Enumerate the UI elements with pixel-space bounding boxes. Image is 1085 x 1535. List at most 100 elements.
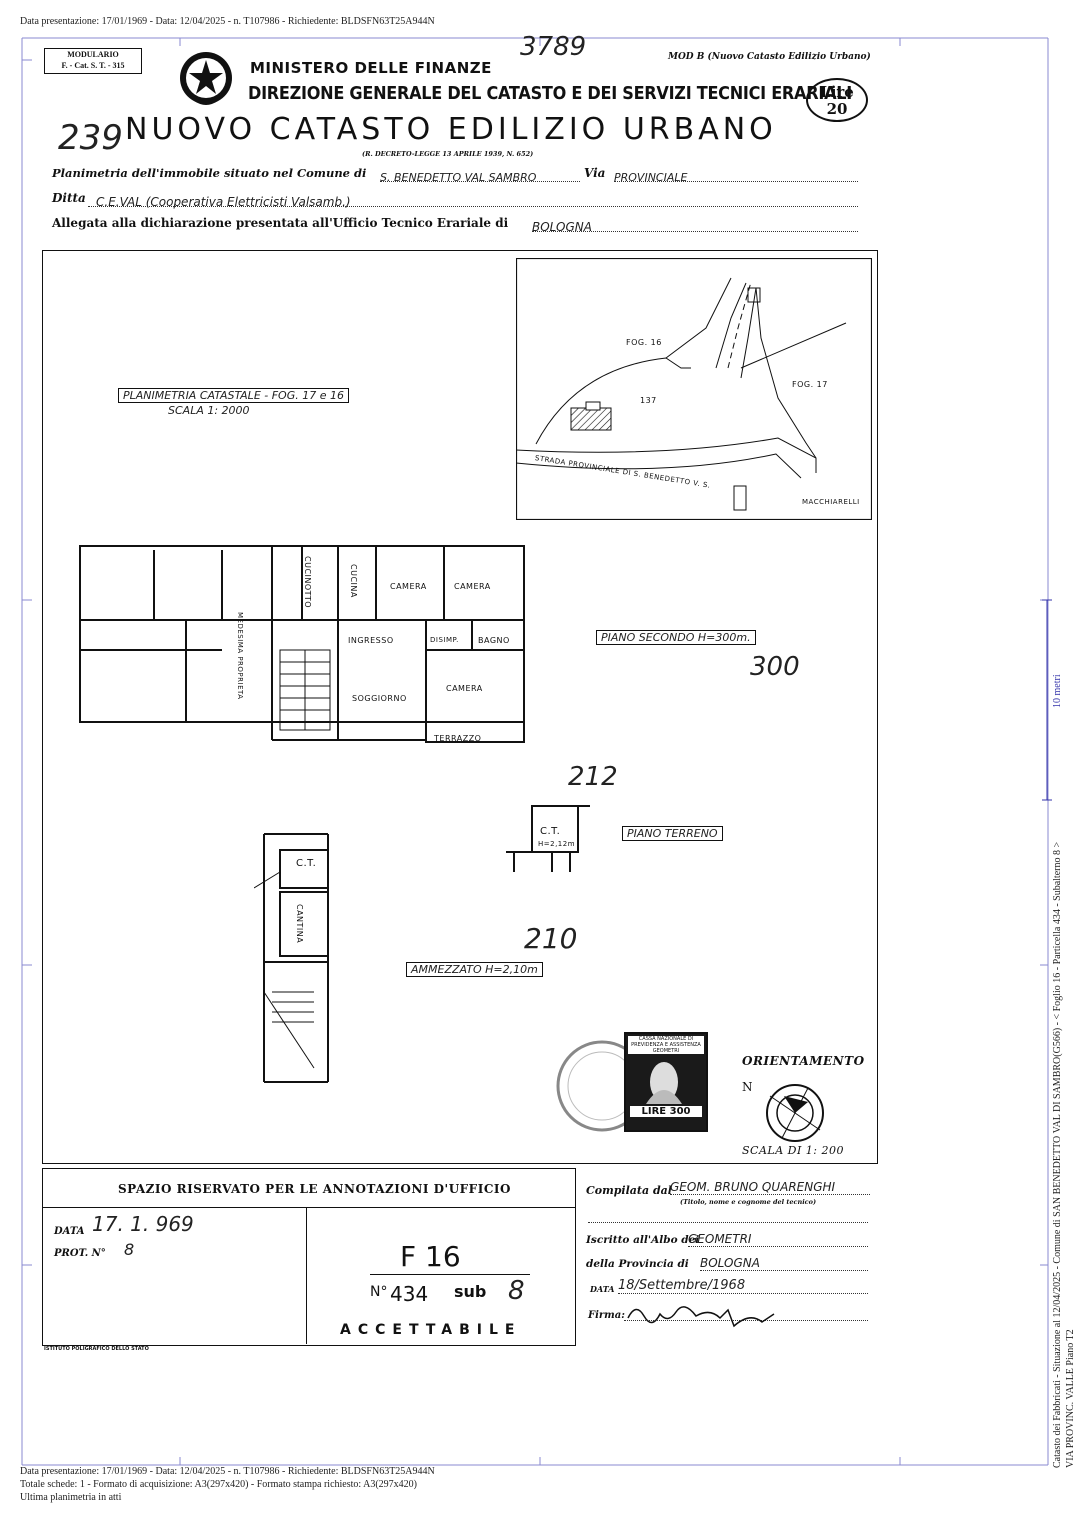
compiler-data-value: 18/Settembre/1968: [618, 1278, 868, 1294]
room-camera-2: CAMERA: [454, 582, 491, 591]
stamp-line1: CASSA NAZIONALE DI: [638, 1036, 694, 1042]
office-data-label: DATA: [54, 1226, 85, 1237]
ct-height-1: H=2,12m: [538, 840, 576, 848]
room-camera-3: CAMERA: [446, 684, 483, 693]
office-vdivider: [306, 1208, 307, 1344]
modulario-line2: F. - Cat. S. T. - 315: [61, 61, 125, 70]
allegata-label: Allegata alla dichiarazione presentata a…: [52, 216, 509, 230]
stamp-line2: PREVIDENZA E ASSISTENZA: [631, 1042, 701, 1048]
floor-plan-terreno: [506, 805, 590, 872]
room-bagno: BAGNO: [478, 636, 510, 645]
scale-10m: 10 metri: [1052, 674, 1063, 708]
iscritto-label: Iscritto all'Albo dei: [586, 1234, 700, 1246]
page-number: 239: [58, 118, 123, 158]
foglio-value: F 16: [400, 1240, 461, 1273]
orientation-title: ORIENTAMENTO: [742, 1054, 865, 1068]
office-prot-label: PROT. N°: [54, 1248, 106, 1259]
lire-value: 20: [826, 100, 848, 118]
handwritten-number: 3789: [520, 32, 587, 62]
room-medesima-proprieta: MEDESIMA PROPRIETA: [236, 612, 244, 700]
accettabile-stamp: ACCETTABILE: [340, 1322, 522, 1338]
floor-plan-ammezzato: [254, 833, 329, 1083]
allegata-value: BOLOGNA: [532, 220, 592, 234]
numero-label: N°: [370, 1284, 388, 1300]
revenue-stamp-header: CASSA NAZIONALE DI PREVIDENZA E ASSISTEN…: [628, 1036, 704, 1054]
ditta-label: Ditta: [52, 191, 86, 205]
office-header: SPAZIO RISERVATO PER LE ANNOTAZIONI D'UF…: [118, 1182, 511, 1196]
stamp-portrait-icon: [646, 1062, 682, 1104]
height-210: 210: [524, 922, 578, 955]
header-metadata: Data presentazione: 17/01/1969 - Data: 1…: [20, 16, 435, 27]
ct-label-2: C.T.: [296, 858, 317, 869]
numero-value: 434: [390, 1282, 429, 1306]
provincia-label: della Provincia di: [586, 1258, 689, 1270]
room-cantina: CANTINA: [295, 904, 304, 944]
ditta-value: C.E.VAL (Cooperativa Elettricisti Valsam…: [96, 195, 351, 209]
ct-label-1: C.T.: [540, 826, 561, 837]
ditta-field: C.E.VAL (Cooperativa Elettricisti Valsam…: [88, 191, 858, 209]
label-piano-terreno: PIANO TERRENO: [622, 826, 723, 841]
provincia-value: BOLOGNA: [700, 1256, 868, 1271]
floor-plan-secondo: [79, 545, 525, 743]
map-owner: MACCHIARELLI: [802, 498, 860, 506]
iscritto-value: GEOMETRI: [688, 1232, 868, 1247]
emblem-star-icon: [180, 52, 232, 105]
sub-label: sub: [454, 1282, 487, 1301]
direction-name: DIREZIONE GENERALE DEL CATASTO E DEI SER…: [248, 84, 852, 104]
via-field: PROVINCIALE: [614, 166, 858, 184]
map-scale: SCALA 1: 2000: [168, 404, 250, 417]
office-divider: [42, 1207, 576, 1208]
footer-line3: Ultima planimetria in atti: [20, 1492, 122, 1503]
label-piano-secondo: PIANO SECONDO H=300m.: [596, 630, 756, 645]
room-cucina: CUCINA: [349, 564, 358, 598]
compiler-data-label: DATA: [590, 1284, 615, 1294]
map-title: PLANIMETRIA CATASTALE - FOG. 17 e 16: [118, 388, 349, 403]
orientation-scale: SCALA DI 1: 200: [742, 1144, 844, 1157]
drawing-frame: [42, 250, 878, 1164]
office-prot-value: 8: [124, 1240, 135, 1259]
main-title: NUOVO CATASTO EDILIZIO URBANO: [125, 112, 777, 147]
lire-label: Lire: [820, 83, 854, 101]
modulario-line1: MODULARIO: [67, 50, 119, 59]
stamp-line3: GEOMETRI: [652, 1048, 680, 1054]
room-cucinotto: CUCINOTTO: [303, 556, 312, 609]
office-data-value: 17. 1. 969: [92, 1212, 194, 1236]
signature-icon: [627, 1306, 775, 1328]
via-value: PROVINCIALE: [614, 171, 688, 184]
room-terrazzo: TERRAZZO: [434, 734, 482, 743]
height-300: 300: [750, 652, 800, 682]
orientation-north: N: [742, 1080, 753, 1094]
firma-label: Firma:: [588, 1310, 625, 1321]
stamp-value: LIRE 300: [630, 1106, 702, 1117]
revenue-stamp: CASSA NAZIONALE DI PREVIDENZA E ASSISTEN…: [624, 1032, 708, 1132]
map-fog16: FOG. 16: [626, 338, 662, 347]
sub-value: 8: [508, 1276, 525, 1306]
office-box: [42, 1168, 576, 1346]
via-label: Via: [584, 166, 606, 180]
map-fog17: FOG. 17: [792, 380, 828, 389]
label-ammezzato: AMMEZZATO H=2,10m: [406, 962, 543, 977]
side-note-catasto: Catasto dei Fabbricati - Situazione al 1…: [1052, 841, 1063, 1468]
compiler-blank-line: [588, 1214, 868, 1223]
compilata-value: GEOM. BRUNO QUARENGHI: [670, 1180, 870, 1195]
decree-note: (R. DECRETO-LEGGE 13 APRILE 1939, N. 652…: [362, 150, 534, 158]
height-212: 212: [568, 762, 618, 792]
compass-icon: [766, 1084, 824, 1142]
cadastral-map: [516, 258, 872, 520]
allegata-field: BOLOGNA: [532, 216, 858, 234]
compilata-label: Compilata dal: [586, 1184, 672, 1197]
mod-b-label: MOD B (Nuovo Catasto Edilizio Urbano): [668, 52, 871, 62]
comune-field: S. BENEDETTO VAL SAMBRO: [380, 166, 580, 184]
modulario-box: MODULARIO F. - Cat. S. T. - 315: [44, 48, 142, 74]
room-camera-1: CAMERA: [390, 582, 427, 591]
titolo-note: (Titolo, nome e cognome del tecnico): [680, 1198, 817, 1206]
room-soggiorno: SOGGIORNO: [352, 694, 407, 703]
map-particella: 137: [640, 396, 657, 405]
side-note-via: VIA PROVINC. VALLE Piano T2: [1065, 1329, 1076, 1468]
foglio-underline: [370, 1274, 530, 1275]
lire-stamp: Lire 20: [806, 78, 868, 122]
footer-line1: Data presentazione: 17/01/1969 - Data: 1…: [20, 1466, 435, 1477]
ministry-name: MINISTERO DELLE FINANZE: [250, 59, 492, 77]
comune-value: S. BENEDETTO VAL SAMBRO: [380, 171, 537, 184]
